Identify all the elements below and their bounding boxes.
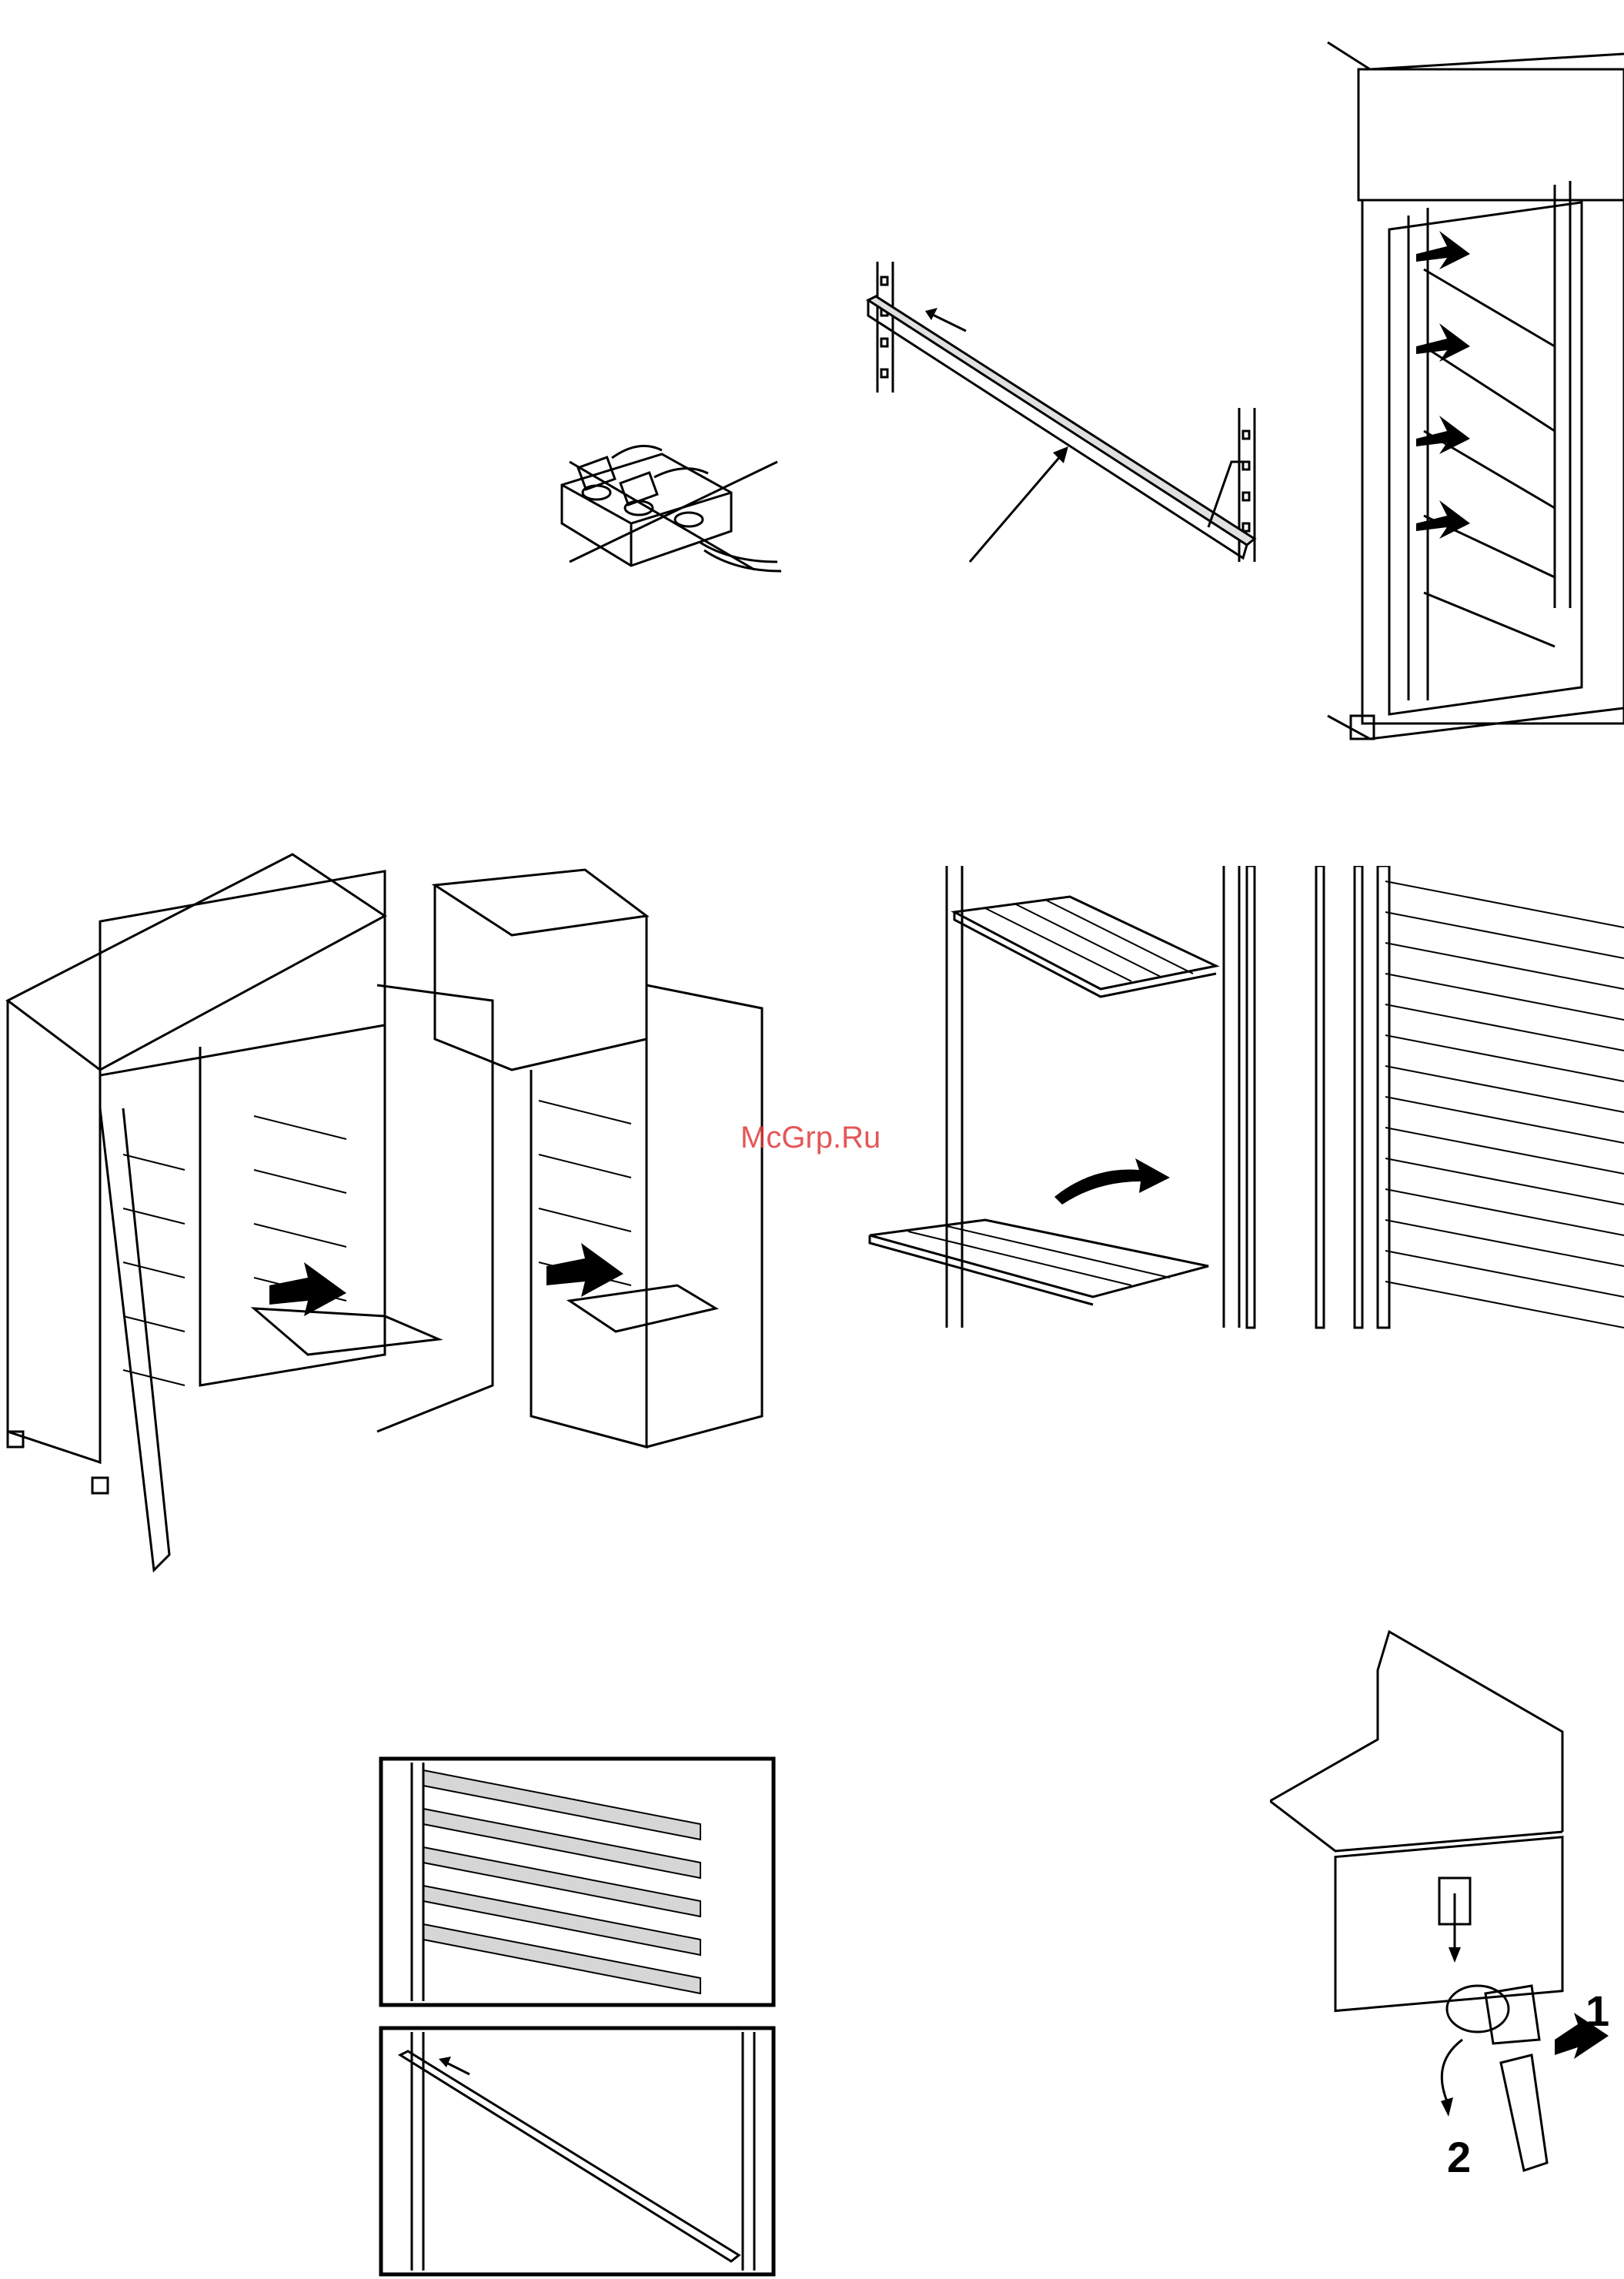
shelf-rail-drawing xyxy=(854,254,1285,585)
power-strip-drawing xyxy=(546,431,793,616)
grid-shelf-drawing xyxy=(847,866,1624,1335)
shelf-rail-insertion-figure xyxy=(854,254,1285,585)
step-2-label: 2 xyxy=(1447,2132,1471,2182)
cabinets-drawing xyxy=(0,847,777,1578)
cabinet-rails-figure xyxy=(1324,38,1624,747)
power-strip-prohibited-figure xyxy=(546,431,793,616)
tray-rail-detail-figure xyxy=(377,1755,777,2278)
tray-rail-drawing xyxy=(377,1755,777,2278)
cabinets-shelf-insertion-figure xyxy=(0,847,777,1578)
cabinet-rails-drawing xyxy=(1324,38,1624,747)
step-1-label: 1 xyxy=(1586,1986,1609,2036)
key-lock-drawing xyxy=(1270,1624,1624,2217)
grid-shelf-insertion-figure xyxy=(847,866,1624,1335)
key-lock-figure: 1 2 xyxy=(1270,1624,1624,2217)
